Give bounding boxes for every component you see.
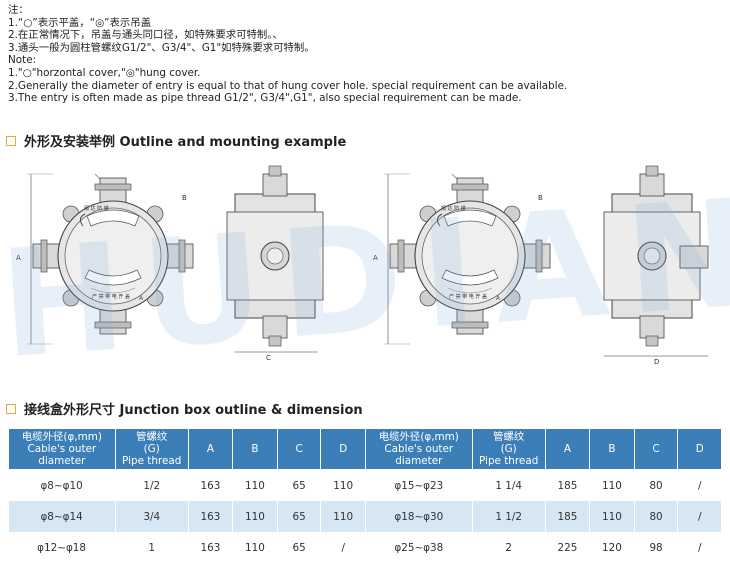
section-title-dimension: 接线盒外形尺寸 Junction box outline & dimension — [6, 399, 363, 418]
table-cell: 1 — [115, 532, 189, 563]
col-header-d: D — [677, 428, 722, 470]
col-header-c: C — [633, 428, 679, 470]
table-cell: 3/4 — [115, 501, 189, 532]
dim-label-a: A — [16, 254, 21, 262]
table-cell: / — [677, 532, 722, 563]
note-line: 3.The entry is often made as pipe thread… — [8, 92, 522, 105]
table-cell: / — [677, 501, 722, 532]
side-view-1 — [226, 165, 324, 347]
table-cell: φ12~φ18 — [8, 532, 116, 563]
table-cell: 110 — [232, 469, 278, 501]
note-line: 1.“○”表示平盖，“◎”表示吊盖 — [8, 16, 152, 29]
table-cell: 80 — [634, 469, 679, 501]
table-row: φ12~φ18 1 163 110 65 / φ25~φ38 2 225 120… — [8, 532, 722, 563]
table-cell: 1 1/2 — [472, 501, 546, 532]
plate-label: 隔 达 防 爆 — [84, 205, 109, 212]
table-cell: 110 — [320, 501, 366, 532]
plate-label: 产 禁 带 电 开 盖 — [92, 293, 130, 300]
table-cell: φ8~φ14 — [8, 501, 116, 532]
table-row: φ8~φ14 3/4 163 110 65 110 φ18~φ30 1 1/2 … — [8, 501, 722, 532]
table-cell: 120 — [589, 532, 635, 563]
col-header-thread: 管螺纹(G)Pipe thread — [114, 428, 189, 470]
table-cell: 1 1/4 — [472, 469, 546, 501]
note-line: 3.通头一般为圆柱管螺纹G1/2"、G3/4"、G1"如特殊要求可特制。 — [8, 41, 315, 54]
dim-label-c: C — [266, 354, 271, 362]
table-cell: 80 — [634, 501, 679, 532]
dim-label-b: B — [182, 194, 187, 202]
table-header-row: 电缆外径(φ,mm)Cable's outer diameter 管螺纹(G)P… — [8, 428, 722, 470]
table-cell: / — [677, 469, 722, 501]
table-cell: φ8~φ10 — [8, 469, 116, 501]
notes-block: 注： 1.“○”表示平盖，“◎”表示吊盖 2.在正常情况下，吊盖与通头同口径，如… — [8, 4, 567, 105]
table-cell: 185 — [545, 501, 591, 532]
table-cell: 2 — [472, 532, 546, 563]
table-cell: φ15~φ23 — [365, 469, 473, 501]
col-header-c: C — [276, 428, 322, 470]
front-view-2 — [383, 173, 551, 345]
plate-label: 产 禁 带 电 开 盖 — [449, 293, 487, 300]
col-header-b: B — [232, 428, 278, 470]
table-cell: φ18~φ30 — [365, 501, 473, 532]
table-cell: 110 — [589, 469, 635, 501]
table-cell: 110 — [232, 532, 278, 563]
note-line: 注： — [8, 4, 29, 16]
dim-label-a: A — [373, 254, 378, 262]
col-header-b: B — [589, 428, 635, 470]
table-cell: 65 — [277, 501, 322, 532]
table-cell: 163 — [188, 501, 234, 532]
dimension-table: 电缆外径(φ,mm)Cable's outer diameter 管螺纹(G)P… — [8, 428, 722, 563]
table-cell: 110 — [232, 501, 278, 532]
bullet-box-icon — [6, 403, 16, 414]
table-cell: 1/2 — [115, 469, 189, 501]
table-row: φ8~φ10 1/2 163 110 65 110 φ15~φ23 1 1/4 … — [8, 469, 722, 501]
col-header-d: D — [320, 428, 366, 470]
table-cell: 98 — [634, 532, 679, 563]
table-cell: 110 — [589, 501, 635, 532]
col-header-cable: 电缆外径(φ,mm)Cable's outer diameter — [8, 428, 116, 470]
section-title-text: 接线盒外形尺寸 Junction box outline & dimension — [24, 403, 363, 418]
table-cell: 163 — [188, 469, 234, 501]
col-header-a: A — [187, 428, 234, 470]
plate-label: 隔 达 防 爆 — [441, 205, 466, 212]
dim-label-b: B — [538, 194, 543, 202]
table-cell: / — [320, 532, 366, 563]
technical-drawings: A A B 隔 达 防 爆 产 禁 带 电 开 盖 C A B 隔 达 防 爆 … — [16, 165, 709, 366]
table-cell: 65 — [277, 532, 322, 563]
section-title-text: 外形及安装举例 Outline and mounting example — [24, 135, 347, 150]
table-cell: 65 — [277, 469, 322, 501]
front-view-1 — [26, 173, 194, 345]
table-cell: 163 — [188, 532, 234, 563]
col-header-thread: 管螺纹(G)Pipe thread — [471, 428, 546, 470]
table-cell: φ25~φ38 — [365, 532, 473, 563]
table-cell: 110 — [320, 469, 366, 501]
note-line: 2.Generally the diameter of entry is equ… — [8, 79, 568, 92]
table-cell: 225 — [545, 532, 591, 563]
note-line: 2.在正常情况下，吊盖与通头同口径，如特殊要求可特制。、 — [8, 29, 283, 42]
table-cell: 185 — [545, 469, 591, 501]
section-title-outline: 外形及安装举例 Outline and mounting example — [6, 131, 346, 150]
col-header-cable: 电缆外径(φ,mm)Cable's outer diameter — [364, 428, 473, 470]
note-line: 1."○"horzontal cover,"◎"hung cover. — [8, 66, 201, 79]
note-line: Note: — [8, 54, 37, 67]
col-header-a: A — [544, 428, 591, 470]
dim-label-d: D — [654, 358, 659, 366]
bullet-box-icon — [6, 135, 16, 146]
